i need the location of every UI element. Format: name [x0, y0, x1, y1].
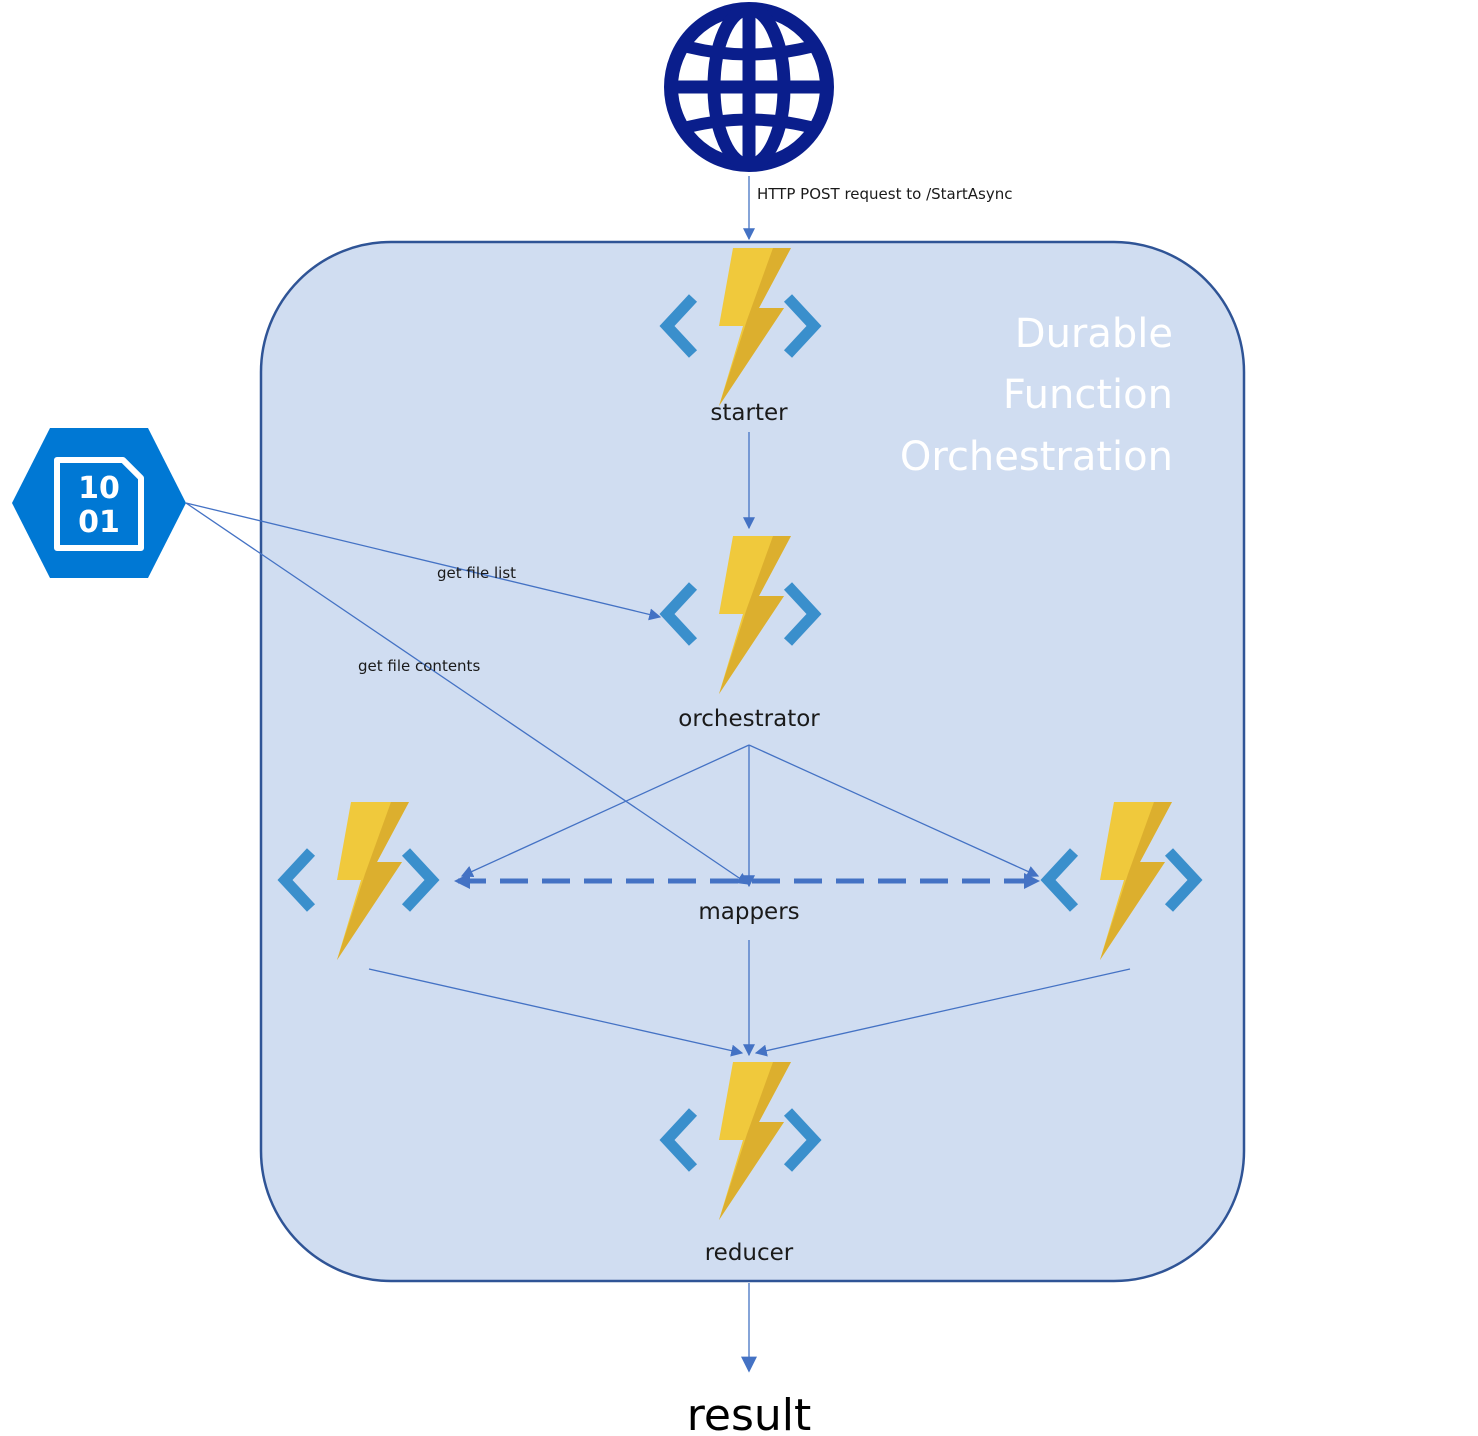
- edge-label-get-file-list: get file list: [437, 564, 516, 582]
- dashed-arrowhead-right: [1024, 873, 1040, 889]
- group-title-line-2: Function: [1003, 372, 1173, 418]
- storage-bits-bottom: 01: [78, 505, 120, 540]
- mappers-label: mappers: [698, 899, 799, 925]
- edge-storage-to-mappers: [185, 502, 749, 885]
- edge-orchestrator-to-mapper-left: [460, 744, 750, 877]
- durable-function-orchestration-group: [259, 240, 1246, 1283]
- edge-mapper-right-to-reducer: [754, 968, 1131, 1057]
- storage-bits-top: 10: [78, 471, 120, 506]
- edge-label-get-file-contents: get file contents: [358, 657, 480, 675]
- edge-mapper-left-to-reducer: [368, 968, 744, 1057]
- group-title-line-3: Orchestration: [900, 434, 1173, 480]
- edge-label-http-post: HTTP POST request to /StartAsync: [757, 185, 1012, 203]
- reducer-label: reducer: [705, 1240, 794, 1266]
- edge-storage-to-orchestrator: [185, 502, 662, 621]
- group-title-line-1: Durable: [1015, 311, 1173, 357]
- result-label: result: [687, 1390, 811, 1436]
- globe-icon: [664, 2, 834, 172]
- dashed-arrowhead-left: [454, 873, 470, 889]
- edge-orchestrator-to-mapper-right: [748, 744, 1040, 878]
- starter-label: starter: [710, 400, 788, 426]
- blob-storage-icon: 10 01: [12, 428, 186, 578]
- orchestrator-label: orchestrator: [678, 706, 820, 732]
